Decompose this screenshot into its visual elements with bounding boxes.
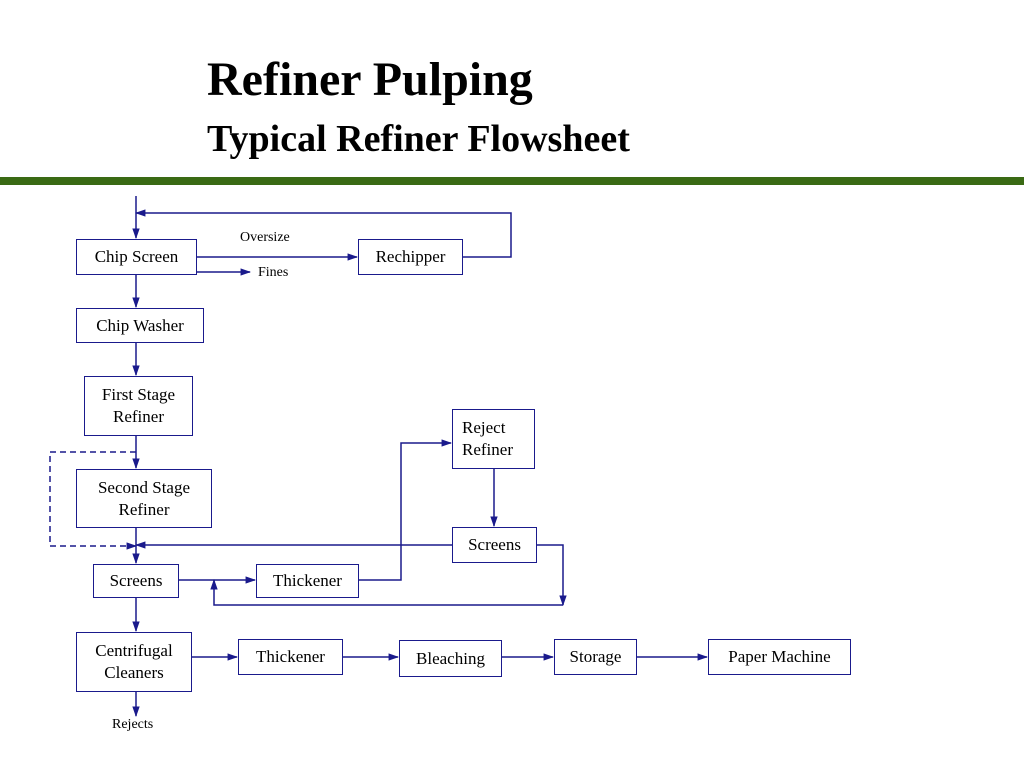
dashed-bypass-arrow bbox=[49, 451, 138, 550]
centrifugal-cleaners-box: Centrifugal Cleaners bbox=[76, 632, 192, 692]
oversize-label: Oversize bbox=[240, 230, 290, 245]
screens-box: Screens bbox=[93, 564, 179, 598]
paper-machine-box: Paper Machine bbox=[708, 639, 851, 675]
rechipper-box: Rechipper bbox=[358, 239, 463, 275]
reject-refiner-box: Reject Refiner bbox=[452, 409, 535, 469]
fines-label: Fines bbox=[258, 265, 289, 280]
thickener-box-1: Thickener bbox=[256, 564, 359, 598]
reject-loop-return-arrow bbox=[210, 578, 563, 606]
rechipper-return-arrow bbox=[134, 209, 512, 258]
slide-subtitle: Typical Refiner Flowsheet bbox=[207, 118, 630, 160]
rejects-label: Rejects bbox=[112, 717, 154, 732]
first-stage-refiner-box: First Stage Refiner bbox=[84, 376, 193, 436]
second-stage-refiner-box: Second Stage Refiner bbox=[76, 469, 212, 528]
storage-box: Storage bbox=[554, 639, 637, 675]
title-divider-bar bbox=[0, 177, 1024, 185]
thickener-box-2: Thickener bbox=[238, 639, 343, 675]
bleaching-box: Bleaching bbox=[399, 640, 502, 677]
slide-title: Refiner Pulping bbox=[207, 53, 533, 106]
reject-screens-box: Screens bbox=[452, 527, 537, 563]
chip-washer-box: Chip Washer bbox=[76, 308, 204, 343]
reject-screens-loop-arrow bbox=[537, 544, 567, 607]
thickener-to-reject-refiner-arrow bbox=[359, 439, 453, 581]
chip-screen-box: Chip Screen bbox=[76, 239, 197, 275]
